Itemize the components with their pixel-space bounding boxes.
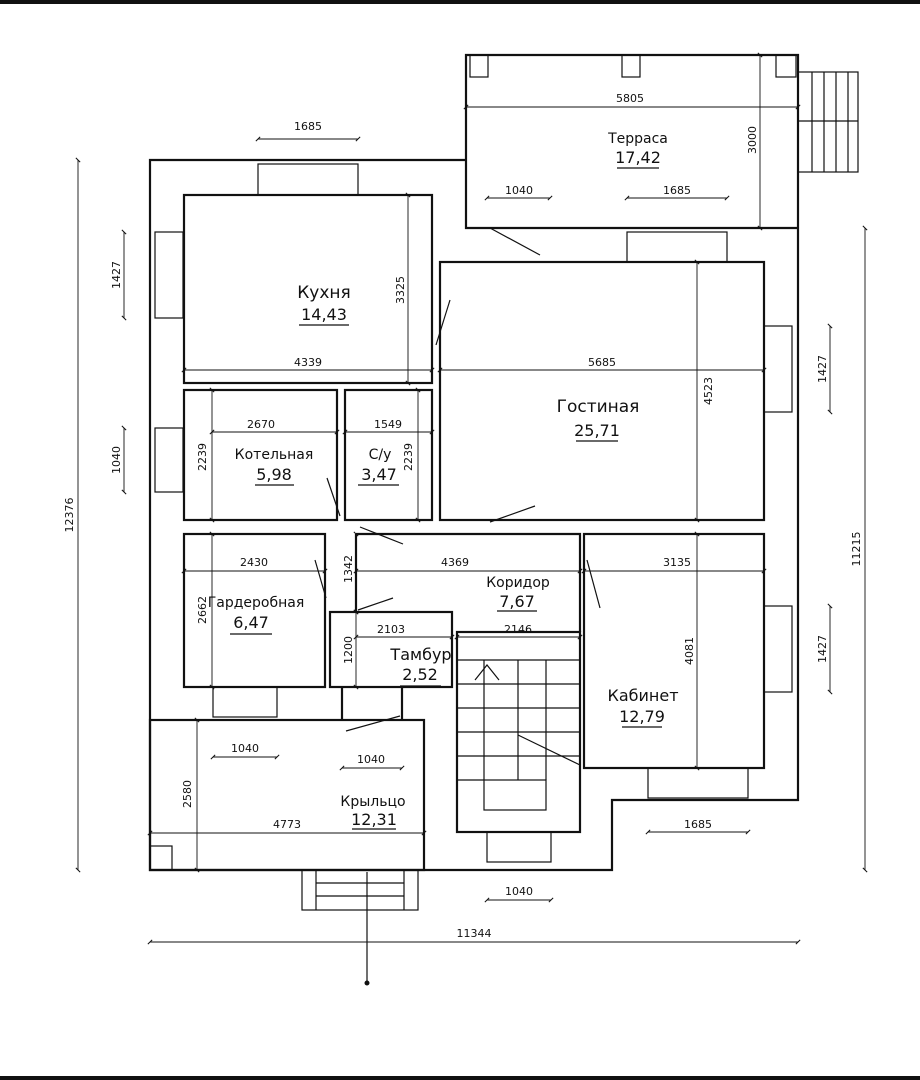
dim-corridor-width: 4369 <box>441 556 469 569</box>
dim-right-height: 11215 <box>850 532 863 567</box>
living-area: 25,71 <box>574 421 620 440</box>
dim-boiler-win: 1040 <box>110 446 123 474</box>
dim-wardrobe-width: 2430 <box>240 556 268 569</box>
stair-steps <box>457 659 581 811</box>
living-name: Гостиная <box>557 397 640 417</box>
vestibule-area: 2,52 <box>402 665 438 684</box>
porch-corner-post <box>149 845 173 871</box>
dim-wc-width: 1549 <box>374 418 402 431</box>
terrace-name: Терраса <box>607 131 668 147</box>
dimension-labels: 5805 3000 1040 1685 1685 1427 3325 4339 … <box>63 92 863 940</box>
dim-boiler-height: 2239 <box>196 443 209 471</box>
dim-terrace-win2: 1685 <box>663 184 691 197</box>
boiler-name: Котельная <box>235 447 314 463</box>
dim-kitchen-height: 3325 <box>394 276 407 304</box>
terrace-stairs <box>797 71 859 173</box>
kitchen-area: 14,43 <box>301 305 347 324</box>
wardrobe-name: Гардеробная <box>208 595 305 611</box>
area-underlines <box>230 167 662 830</box>
dim-living-width: 5685 <box>588 356 616 369</box>
dim-stair-width: 2146 <box>504 623 532 636</box>
vestibule-name: Тамбур <box>389 645 451 664</box>
porch-area: 12,31 <box>351 810 397 829</box>
wardrobe-area: 6,47 <box>233 613 269 632</box>
porch-name: Крыльцо <box>340 794 405 810</box>
dim-kitchen-top-win: 1685 <box>294 120 322 133</box>
corridor-area: 7,67 <box>499 592 535 611</box>
wc-name: С/у <box>369 447 392 463</box>
dim-vestibule-height: 1200 <box>342 636 355 664</box>
dimension-lines <box>75 52 868 945</box>
interior-walls <box>148 193 766 872</box>
dim-porch-width: 4773 <box>273 818 301 831</box>
terrace-posts <box>469 54 797 78</box>
section-dot <box>364 980 370 986</box>
porch-area <box>148 718 426 872</box>
dim-porch-depth: 2580 <box>181 780 194 808</box>
dim-study-bottom-win: 1685 <box>684 818 712 831</box>
dim-terrace-depth: 3000 <box>746 126 759 154</box>
dim-porch-win1: 1040 <box>231 742 259 755</box>
doors <box>314 227 601 732</box>
dim-total-height: 12376 <box>63 498 76 533</box>
living-room <box>438 260 766 522</box>
dim-kitchen-left-win: 1427 <box>110 261 123 289</box>
room-labels: Терраса 17,42 Кухня 14,43 Котельная 5,98… <box>208 131 679 829</box>
wc-area: 3,47 <box>361 465 397 484</box>
dim-wardrobe-height: 2662 <box>196 596 209 624</box>
dim-study-height: 4081 <box>683 637 696 665</box>
dim-vestibule-width: 2103 <box>377 623 405 636</box>
dim-kitchen-width: 4339 <box>294 356 322 369</box>
dim-terrace-width: 5805 <box>616 92 644 105</box>
wc-room <box>343 388 434 522</box>
dim-study-width: 3135 <box>663 556 691 569</box>
boiler-area: 5,98 <box>256 465 292 484</box>
dim-porch-win2: 1040 <box>357 753 385 766</box>
terrace-area: 17,42 <box>615 148 661 167</box>
entrance-stairs <box>301 869 419 911</box>
dim-living-height: 4523 <box>702 377 715 405</box>
study-room <box>582 532 766 770</box>
dim-terrace-win1: 1040 <box>505 184 533 197</box>
dim-stair-win: 1040 <box>505 885 533 898</box>
dim-total-width: 11344 <box>457 927 492 940</box>
boiler-room <box>182 388 339 522</box>
corridor-name: Коридор <box>486 575 550 591</box>
study-name: Кабинет <box>607 686 678 705</box>
dim-boiler-width: 2670 <box>247 418 275 431</box>
dim-wc-height: 2239 <box>402 443 415 471</box>
windows <box>154 163 793 863</box>
outer-wall <box>148 53 800 872</box>
study-area: 12,79 <box>619 707 665 726</box>
dim-study-win: 1427 <box>816 635 829 663</box>
dim-corridor-height: 1342 <box>342 555 355 583</box>
vestibule-room <box>328 610 454 689</box>
kitchen-name: Кухня <box>297 283 351 303</box>
dim-living-win: 1427 <box>816 355 829 383</box>
